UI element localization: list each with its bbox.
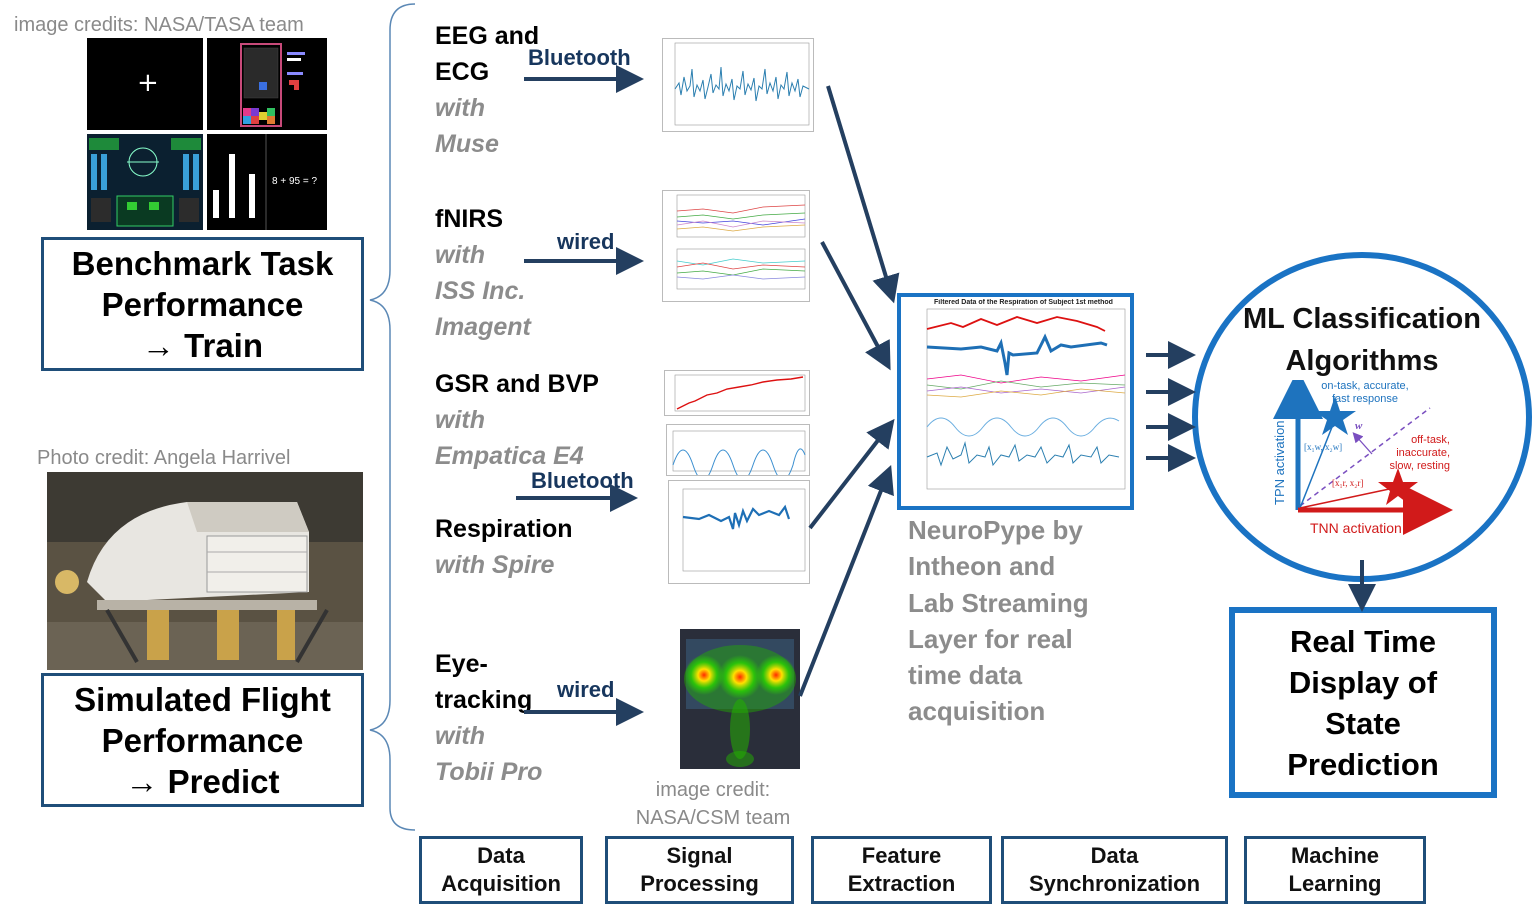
link-eeg: Bluetooth — [528, 45, 631, 70]
stage-3-line-1: Feature — [861, 843, 942, 868]
stage-3-line-2: Extraction — [847, 871, 956, 896]
realtime-line-4: Prediction — [1287, 746, 1439, 782]
stage-2-line-2: Processing — [640, 871, 759, 896]
stage-1-line-2: Acquisition — [441, 871, 561, 896]
eeg-line-4: Muse — [435, 130, 499, 158]
resp-line-1: Respiration — [435, 515, 573, 543]
eye-heatmap-image — [680, 629, 800, 769]
neuropype-line-5: time data — [908, 660, 1023, 691]
eye-line-2: tracking — [435, 686, 533, 714]
eye-line-1: Eye- — [435, 650, 488, 678]
cockpit-task-image — [87, 134, 203, 230]
stage-4-line-2: Synchronization — [1028, 871, 1201, 896]
fnirs-line-3: ISS Inc. — [435, 277, 526, 305]
gsr-line-1: GSR and BVP — [435, 370, 599, 398]
neuropype-line-6: acquisition — [908, 696, 1046, 727]
curly-brace — [369, 3, 416, 831]
benchmark-line-3: → Train — [141, 326, 264, 364]
sensor-gsr: GSR and BVP with Empatica E4 — [435, 366, 599, 474]
neuropype-line-2: Intheon and — [908, 551, 1056, 582]
arithmetic-task-image: 8 + 95 = ? — [207, 134, 327, 230]
fnirs-signal-plot — [662, 190, 810, 302]
resp-line-2: with Spire — [435, 551, 555, 579]
realtime-line-1: Real Time — [1290, 623, 1436, 659]
eye-credit-line-1: image credit: — [655, 779, 771, 801]
stage-2-line-1: Signal — [666, 843, 733, 868]
realtime-line-3: State — [1325, 705, 1401, 741]
sensor-eye: Eye- tracking with Tobii Pro — [435, 646, 542, 790]
sensor-resp: Respiration with Spire — [435, 511, 573, 583]
eye-credit-line-2: NASA/CSM team — [635, 807, 791, 829]
on-task-line-2: fast response — [1331, 393, 1399, 405]
sensor-eeg: EEG and ECG with Muse — [435, 18, 539, 162]
off-task-line-2: inaccurate, — [1396, 447, 1450, 459]
stage-5-line-1: Machine — [1290, 843, 1380, 868]
off-task-line-3: slow, resting — [1389, 460, 1450, 472]
eeg-line-2: ECG — [435, 58, 490, 86]
on-task-line-1: on-task, accurate, — [1321, 380, 1409, 392]
benchmark-line-1: Benchmark Task — [71, 244, 334, 282]
eye-credit: image credit: NASA/CSM team — [633, 776, 793, 832]
link-fnirs: wired — [557, 229, 615, 254]
fnirs-line-4: Imagent — [435, 313, 531, 341]
off-task-label: off-task, inaccurate, slow, resting — [1360, 434, 1450, 473]
arithmetic-text: 8 + 95 = ? — [272, 176, 318, 187]
tnn-axis-label: TNN activation — [1310, 520, 1402, 536]
fixation-screen-image: + — [87, 38, 203, 130]
sensor-fnirs: fNIRS with ISS Inc. Imagent — [435, 201, 531, 345]
eeg-line-3: with — [435, 94, 485, 122]
eeg-signal-plot — [662, 38, 814, 132]
resp-signal-plot — [668, 480, 810, 584]
gsr-line-2: with — [435, 406, 485, 434]
realtime-line-2: Display of — [1288, 664, 1438, 700]
benchmark-line-2: Performance — [101, 285, 304, 323]
eye-line-3: with — [435, 722, 485, 750]
stage-5-line-2: Learning — [1288, 871, 1382, 896]
neuropype-line-1: NeuroPype by — [908, 515, 1083, 545]
credit-photo: Photo credit: Angela Harrivel — [37, 447, 291, 469]
fnirs-line-2: with — [435, 241, 485, 269]
simulated-line-3: → Predict — [125, 762, 280, 800]
stage-1-line-1: Data — [477, 843, 525, 868]
neuropype-line-3: Lab Streaming — [908, 587, 1089, 618]
link-eye: wired — [557, 677, 615, 702]
simulated-line-2: Performance — [101, 721, 304, 759]
ml-title-line-2: Algorithms — [1285, 345, 1439, 377]
ml-title-line-1: ML Classification — [1243, 303, 1481, 335]
benchmark-train-box: Benchmark Task Performance → Train — [41, 237, 364, 371]
eye-line-4: Tobii Pro — [435, 758, 543, 786]
neuropype-plot-frame: Filtered Data of the Respiration of Subj… — [897, 293, 1134, 510]
credit-top: image credits: NASA/TASA team — [14, 14, 304, 36]
eeg-line-1: EEG and — [435, 22, 540, 50]
center-plot-title: Filtered Data of the Respiration of Subj… — [934, 299, 1113, 306]
simulated-line-1: Simulated Flight — [74, 680, 331, 718]
x-w-label: [x₁w, x₂w] — [1304, 442, 1343, 452]
w-label: w — [1355, 420, 1363, 432]
simulated-predict-box: Simulated Flight Performance → Predict — [41, 673, 364, 807]
fnirs-line-1: fNIRS — [435, 205, 504, 233]
realtime-box: Real Time Display of State Prediction — [1229, 607, 1497, 798]
ml-feature-space — [1273, 380, 1453, 535]
flight-simulator-photo — [47, 472, 363, 670]
gsr-signal-plot — [664, 370, 810, 416]
ml-title: ML Classification Algorithms — [1192, 298, 1532, 382]
bvp-signal-plot — [666, 424, 810, 481]
gsr-line-3: Empatica E4 — [435, 442, 584, 470]
on-task-label: on-task, accurate, fast response — [1310, 380, 1420, 406]
x-r-label: [x₁r, x₂r] — [1332, 478, 1364, 488]
neuropype-text: NeuroPype by Intheon and Lab Streaming L… — [908, 512, 1089, 730]
tetris-image — [207, 38, 327, 130]
stage-4-line-1: Data — [1090, 843, 1139, 868]
neuropype-line-4: Layer for real — [908, 623, 1073, 654]
off-task-line-1: off-task, — [1411, 434, 1450, 446]
